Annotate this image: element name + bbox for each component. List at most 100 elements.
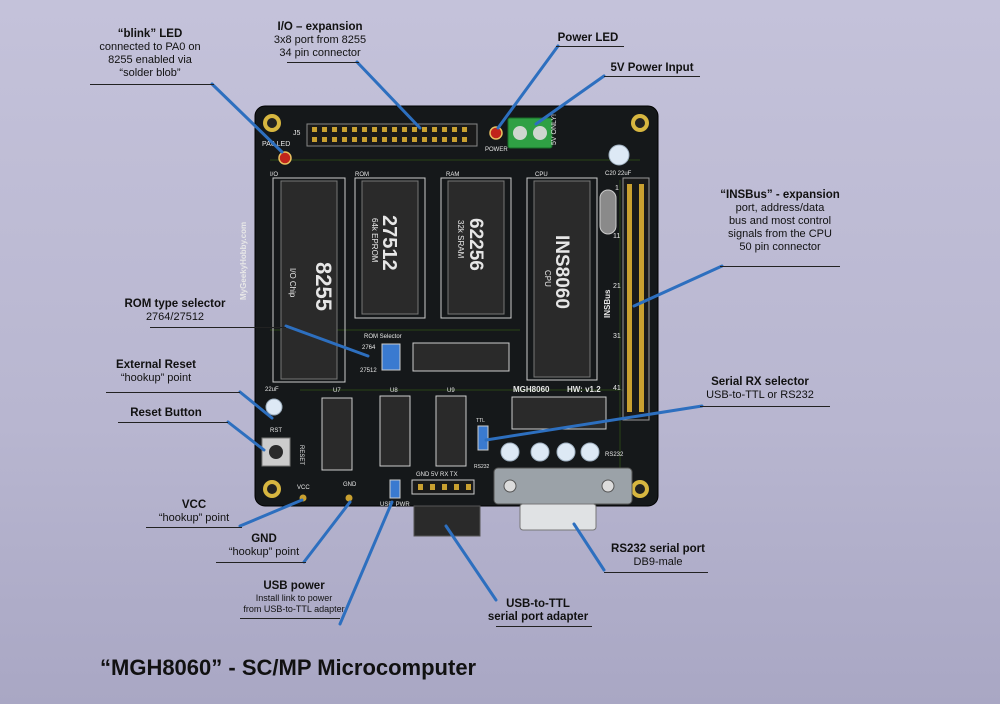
callout-rs232-underline [604, 572, 708, 573]
callout-vcc-underline [146, 527, 242, 528]
callout-gnd-underline [216, 562, 306, 563]
chip-62256: 62256 32k SRAM RAM [440, 172, 512, 319]
callout-vcc-title: VCC [181, 499, 207, 511]
chip-u7-label: U7 [333, 388, 341, 394]
callout-insbus-line1: port, address/data [735, 202, 825, 214]
callout-rs232-title: RS232 serial port [611, 543, 705, 555]
mounting-holes [263, 114, 649, 498]
serial-rx-jumper [477, 425, 489, 451]
callout-usb-power-line1: Install link to power [255, 593, 333, 603]
reset-button[interactable] [261, 437, 291, 467]
usb-pwr-label: USB_PWR [380, 502, 410, 508]
c7-capacitor [265, 398, 283, 416]
usb-power-jumper [389, 479, 401, 499]
site-text: MyGeekyHobby.com [239, 222, 248, 300]
callout-serial-rx-title: Serial RX selector [711, 376, 809, 388]
callout-gnd-title: GND [251, 533, 277, 545]
page-title: “MGH8060” - SC/MP Microcomputer [100, 655, 477, 680]
callout-power-led-underline [556, 46, 624, 47]
insbus-label: INSBus [603, 289, 612, 318]
gnd-pad-label: GND [343, 482, 357, 488]
callout-blink-led-line2: 8255 enabled via [108, 54, 192, 66]
usb-ttl-adapter [413, 505, 481, 537]
crystal [599, 189, 617, 235]
db9-shell [519, 503, 597, 531]
usb-ttl-pins [418, 484, 471, 490]
callout-rs232-line1: DB9-male [633, 556, 683, 568]
chip-8255: 8255 I/O Chip I/O [270, 172, 346, 383]
chip-u8 [379, 395, 411, 467]
callout-power-led-title: Power LED [557, 32, 619, 44]
callout-io-underline [287, 62, 359, 63]
callout-serial-rx-line1: USB-to-TTL or RS232 [706, 389, 814, 401]
callout-usb-power-title: USB power [263, 580, 325, 592]
callout-reset-button: Reset Button [118, 407, 214, 420]
rom-opt-27512: 27512 [360, 368, 377, 374]
insbus-pins [627, 184, 644, 412]
insbus-num-11: 11 [613, 233, 620, 240]
j5-label: J5 [293, 130, 301, 137]
chip-u9-label: U9 [447, 388, 455, 394]
reset-side-label: RESET [298, 445, 304, 465]
callout-usb-ttl-title: USB-to-TTL [506, 598, 570, 610]
c20-capacitor [608, 144, 630, 166]
callout-blink-led-underline [90, 84, 214, 85]
chip-u7 [321, 397, 353, 471]
chip-u9 [435, 395, 467, 467]
callout-insbus-underline [720, 266, 840, 267]
chip-ins8060-label: INS8060 [551, 235, 572, 309]
reset-button-cap [269, 445, 283, 459]
callout-gnd: GND “hookup” point [216, 533, 312, 559]
chip-8255-desc: I/O Chip [288, 268, 297, 298]
callout-blink-led-line1: connected to PA0 on [99, 41, 201, 53]
serial-header-label: GND 5V RX TX [416, 472, 458, 478]
power-led [489, 126, 503, 140]
chip-u8-label: U8 [390, 388, 398, 394]
rom-opt-2764: 2764 [362, 345, 376, 351]
callout-usb-ttl-underline [496, 626, 592, 627]
chip-8255-label: 8255 [311, 262, 336, 311]
chip-27512-label: 27512 [378, 215, 400, 271]
callout-io-line1: 3x8 port from 8255 [273, 34, 367, 46]
callout-usb-power: USB power Install link to power from USB… [236, 580, 352, 615]
callout-rom-title: ROM type selector [124, 298, 226, 310]
insbus-num-41: 41 [613, 385, 621, 392]
insbus-connector [622, 177, 650, 421]
chip-27512-tag: ROM [355, 172, 369, 178]
chip-ins8060: INS8060 CPU CPU [526, 172, 598, 381]
ttl-label: TTL [476, 418, 485, 424]
callout-ext-reset-line1: “hookup” point [120, 372, 192, 384]
chip-8255-tag: I/O [270, 172, 278, 178]
insbus-num-31: 31 [613, 333, 621, 340]
hw-version: HW: v1.2 [567, 385, 601, 394]
callout-lines [210, 44, 724, 626]
callout-usb-ttl-line1: serial port adapter [487, 611, 589, 623]
callout-power-input-title: 5V Power Input [610, 62, 694, 74]
insbus-num-21: 21 [613, 283, 621, 290]
chip-27512-desc: 64k EPROM [370, 218, 379, 263]
power-led-label: POWER [485, 147, 508, 153]
callout-usb-power-line2: from USB-to-TTL adapter [243, 604, 345, 614]
chip-27512: 27512 64k EPROM ROM [354, 172, 426, 319]
pcb-traces [270, 159, 640, 470]
callout-gnd-line1: “hookup” point [228, 546, 300, 558]
callout-io-expansion: I/O – expansion 3x8 port from 8255 34 pi… [255, 21, 385, 60]
callout-insbus-line2: bus and most control [728, 215, 832, 227]
callout-insbus-line4: 50 pin connector [739, 241, 821, 253]
rom-selector-label: ROM Selector [364, 334, 402, 340]
callout-insbus: “INSBus” - expansion port, address/data … [720, 189, 840, 254]
callout-insbus-title: “INSBus” - expansion [720, 189, 840, 201]
callout-blink-led: “blink” LED connected to PA0 on 8255 ena… [80, 28, 220, 80]
chip-62256-tag: RAM [446, 172, 459, 178]
callout-blink-led-line3: “solder blob” [119, 67, 181, 79]
power-input-connector [507, 117, 553, 149]
rs232-jumper-label: RS232 [474, 464, 490, 470]
io-header-pins [312, 127, 467, 142]
callout-rom-underline [150, 327, 286, 328]
c20-label: C20 22uF [605, 171, 632, 177]
callout-vcc: VCC “hookup” point [146, 499, 242, 525]
callout-power-input: 5V Power Input [604, 62, 700, 75]
chip-ins8060-tag: CPU [535, 172, 548, 178]
callout-rom-selector: ROM type selector 2764/27512 [110, 298, 240, 324]
callout-usb-ttl: USB-to-TTL serial port adapter [482, 598, 594, 624]
